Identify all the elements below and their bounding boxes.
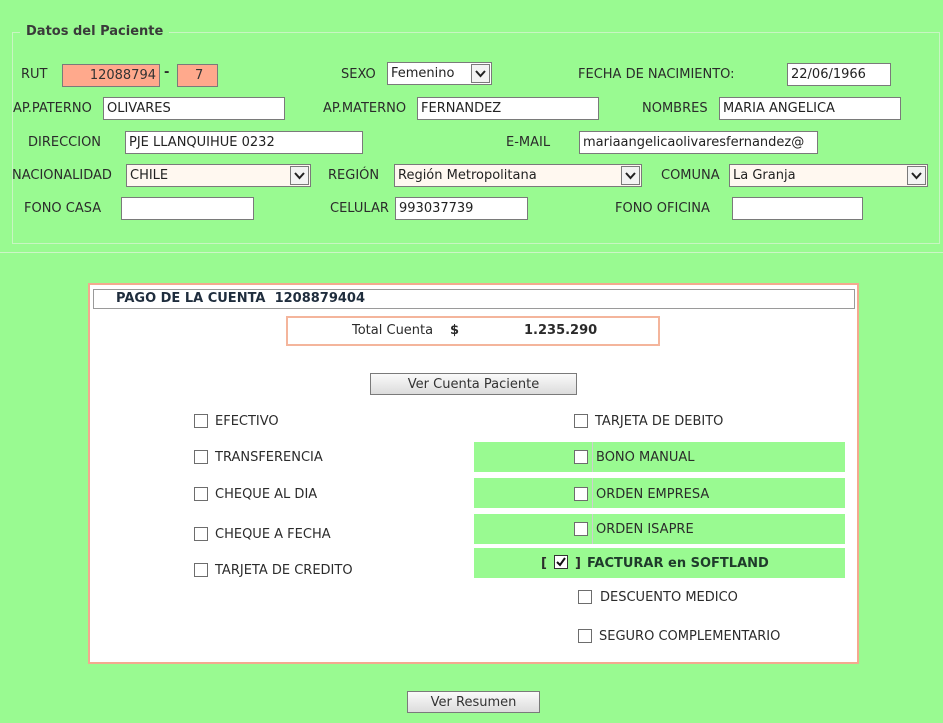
payment-account-number: 1208879404	[274, 291, 366, 306]
seguro-complementario-checkbox[interactable]	[578, 629, 592, 643]
patient-fieldset	[12, 32, 940, 244]
cheque-al-dia-label: CHEQUE AL DIA	[215, 487, 318, 502]
comuna-select-value: La Granja	[733, 168, 796, 183]
section-divider	[0, 252, 943, 253]
column-separator	[592, 442, 593, 472]
region-select-value: Región Metropolitana	[398, 168, 537, 183]
softland-row	[474, 548, 845, 578]
region-label: REGIÓN	[328, 168, 380, 183]
nombres-input[interactable]: MARIA ANGELICA	[719, 97, 901, 120]
fono-casa-input[interactable]	[121, 197, 254, 220]
rut-dash: -	[164, 65, 170, 80]
transferencia-label: TRANSFERENCIA	[215, 450, 323, 465]
softland-close-bracket: ]	[575, 556, 581, 571]
rut-label: RUT	[21, 67, 48, 82]
ap-paterno-input[interactable]: OLIVARES	[103, 97, 285, 120]
celular-label: CELULAR	[330, 201, 389, 216]
efectivo-label: EFECTIVO	[215, 414, 279, 429]
fono-casa-label: FONO CASA	[24, 201, 102, 216]
email-label: E-MAIL	[506, 135, 551, 150]
region-select[interactable]: Región Metropolitana	[394, 164, 642, 187]
orden-empresa-label: ORDEN EMPRESA	[596, 487, 710, 502]
sexo-select-value: Femenino	[391, 66, 455, 81]
chevron-down-icon	[907, 166, 926, 185]
fecha-nacimiento-label: FECHA DE NACIMIENTO:	[578, 67, 735, 82]
orden-isapre-checkbox[interactable]	[574, 522, 588, 536]
nacionalidad-select[interactable]: CHILE	[126, 164, 311, 187]
chevron-down-icon	[621, 166, 640, 185]
comuna-select[interactable]: La Granja	[729, 164, 928, 187]
direccion-label: DIRECCION	[28, 135, 102, 150]
cheque-al-dia-checkbox[interactable]	[194, 487, 208, 501]
checkmark-icon	[556, 557, 566, 567]
cheque-a-fecha-checkbox[interactable]	[194, 527, 208, 541]
payment-header-label: PAGO DE LA CUENTA	[116, 291, 266, 306]
total-box	[286, 316, 660, 346]
ap-materno-input[interactable]: FERNANDEZ	[417, 97, 599, 120]
comuna-label: COMUNA	[661, 168, 720, 183]
descuento-medico-label: DESCUENTO MEDICO	[600, 590, 738, 605]
bono-manual-checkbox[interactable]	[574, 450, 588, 464]
bono-manual-row	[474, 442, 845, 472]
currency-symbol: $	[450, 323, 460, 338]
seguro-complementario-label: SEGURO COMPLEMENTARIO	[599, 629, 781, 644]
orden-isapre-row	[474, 514, 845, 544]
orden-empresa-checkbox[interactable]	[574, 487, 588, 501]
cheque-a-fecha-label: CHEQUE A FECHA	[215, 527, 331, 542]
column-separator	[592, 514, 593, 544]
payment-panel	[88, 283, 859, 664]
sexo-select[interactable]: Femenino	[387, 62, 492, 85]
fecha-nacimiento-input[interactable]: 22/06/1966	[787, 63, 891, 86]
efectivo-checkbox[interactable]	[194, 414, 208, 428]
chevron-down-icon	[290, 166, 309, 185]
rut-dv-input[interactable]: 7	[177, 64, 218, 87]
rut-number-input[interactable]: 12088794	[62, 64, 160, 87]
tarjeta-credito-label: TARJETA DE CREDITO	[215, 563, 353, 578]
softland-label: FACTURAR en SOFTLAND	[587, 556, 769, 571]
descuento-medico-checkbox[interactable]	[578, 590, 592, 604]
nombres-label: NOMBRES	[642, 101, 708, 116]
ver-cuenta-paciente-button[interactable]: Ver Cuenta Paciente	[370, 373, 577, 395]
ap-paterno-label: AP.PATERNO	[13, 101, 92, 116]
transferencia-checkbox[interactable]	[194, 450, 208, 464]
orden-isapre-label: ORDEN ISAPRE	[596, 522, 694, 537]
ver-resumen-button[interactable]: Ver Resumen	[407, 691, 540, 713]
fono-oficina-input[interactable]	[732, 197, 863, 220]
nacionalidad-select-value: CHILE	[130, 168, 169, 183]
softland-open-bracket: [	[541, 556, 547, 571]
payment-header: PAGO DE LA CUENTA 1208879404	[93, 289, 855, 309]
direccion-input[interactable]: PJE LLANQUIHUE 0232	[125, 131, 363, 154]
nacionalidad-label: NACIONALIDAD	[12, 168, 112, 183]
tarjeta-debito-checkbox[interactable]	[574, 414, 588, 428]
facturar-softland-checkbox[interactable]	[554, 555, 568, 569]
fono-oficina-label: FONO OFICINA	[615, 201, 710, 216]
bono-manual-label: BONO MANUAL	[596, 450, 695, 465]
tarjeta-debito-label: TARJETA DE DEBITO	[595, 414, 724, 429]
total-label: Total Cuenta	[352, 323, 434, 338]
orden-empresa-row	[474, 478, 845, 508]
total-value: 1.235.290	[524, 323, 598, 338]
chevron-down-icon	[471, 64, 490, 83]
column-separator	[592, 478, 593, 508]
patient-legend: Datos del Paciente	[20, 24, 170, 39]
celular-input[interactable]: 993037739	[395, 197, 528, 220]
ap-materno-label: AP.MATERNO	[323, 101, 407, 116]
email-input[interactable]: mariaangelicaolivaresfernandez@	[579, 131, 818, 154]
tarjeta-credito-checkbox[interactable]	[194, 563, 208, 577]
sexo-label: SEXO	[341, 67, 376, 82]
